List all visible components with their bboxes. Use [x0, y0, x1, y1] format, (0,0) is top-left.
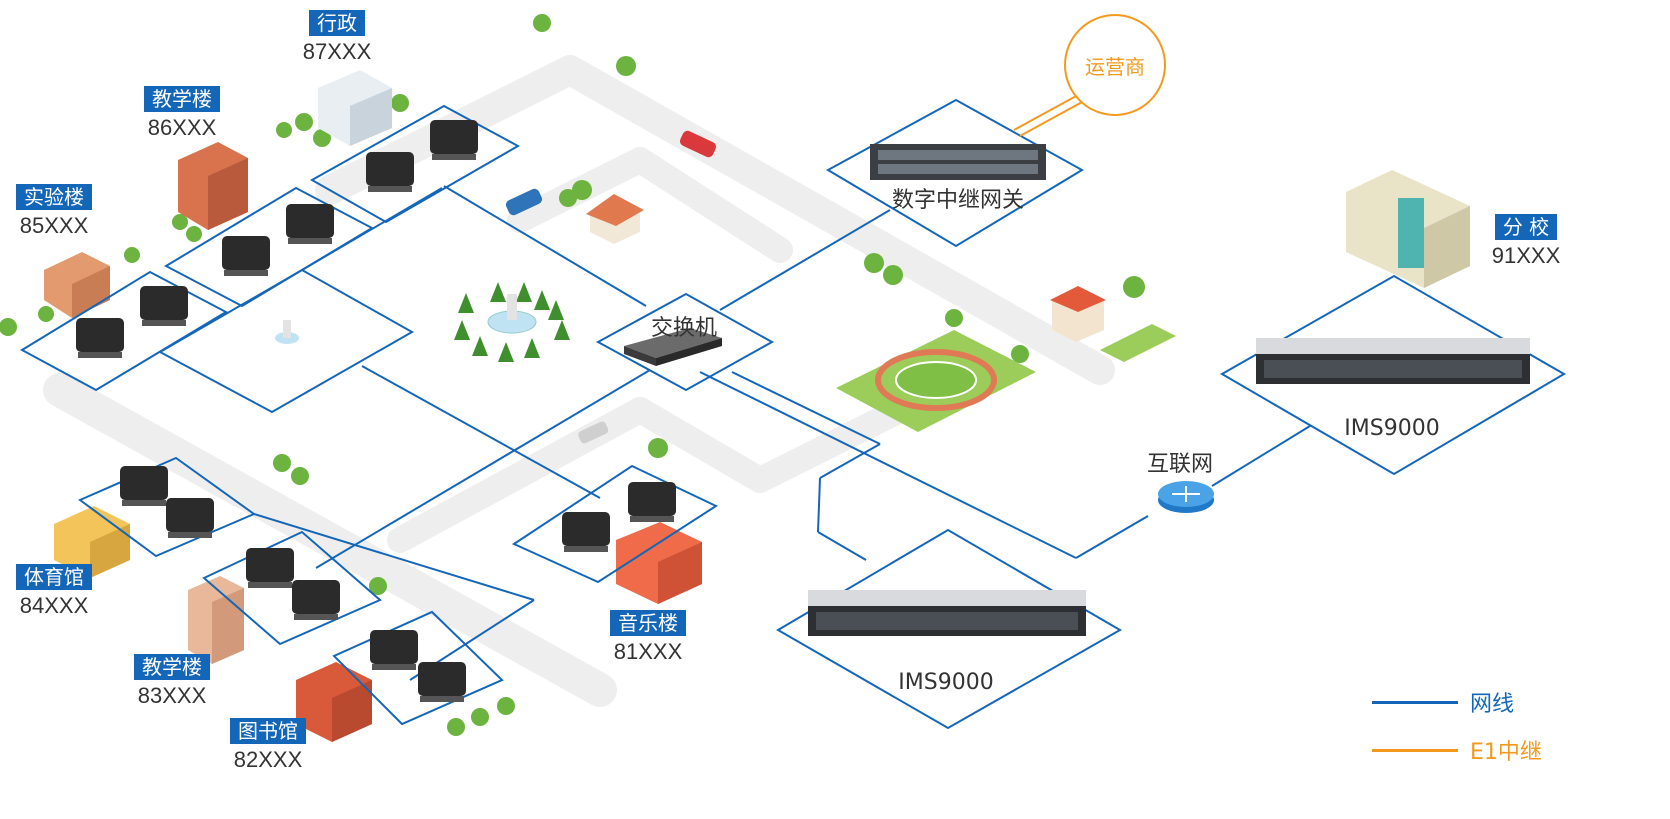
e1-trunk — [1013, 94, 1085, 137]
building-label-library: 图书馆 82XXX — [188, 718, 348, 774]
switch-label: 交换机 — [650, 316, 718, 341]
lab-building — [44, 252, 110, 318]
ip-phones — [76, 120, 676, 702]
building-name: 音乐楼 — [610, 610, 686, 636]
legend-label: E1中继 — [1470, 740, 1542, 765]
phone-icon — [562, 512, 610, 552]
extension-range: 86XXX — [147, 115, 217, 140]
building-label-teaching-83: 教学楼 83XXX — [92, 654, 252, 710]
server-main-icon — [808, 590, 1086, 636]
branch-building — [1346, 170, 1470, 288]
teaching-building-86 — [178, 142, 248, 230]
music-building — [616, 522, 702, 604]
phone-icon — [76, 318, 124, 358]
building-label-teaching-86: 教学楼 86XXX — [102, 86, 262, 142]
building-name: 分 校 — [1494, 214, 1558, 240]
internet-label: 互联网 — [1146, 452, 1214, 477]
phone-icon — [120, 466, 168, 506]
phone-icon — [292, 580, 340, 620]
campus-buildings — [44, 70, 1470, 742]
shop — [1050, 286, 1106, 342]
phone-icon — [418, 662, 466, 702]
server-branch-label: IMS9000 — [1344, 416, 1440, 441]
building-name: 实验楼 — [16, 184, 92, 210]
sports-field — [836, 324, 1176, 432]
building-label-gym: 体育馆 84XXX — [0, 564, 134, 620]
building-name: 教学楼 — [134, 654, 210, 680]
router-icon — [1158, 481, 1214, 513]
house — [586, 194, 644, 244]
cars — [505, 130, 717, 444]
carrier-label: 运营商 — [1085, 54, 1145, 79]
gateway-label: 数字中继网关 — [891, 188, 1025, 213]
building-label-admin: 行政 87XXX — [257, 10, 417, 66]
library-building — [296, 662, 372, 742]
building-label-music: 音乐楼 81XXX — [568, 610, 728, 666]
server-branch-icon — [1256, 338, 1530, 384]
admin-building — [318, 70, 392, 146]
phone-icon — [430, 120, 478, 160]
phone-icon — [222, 236, 270, 276]
extension-range: 84XXX — [19, 593, 89, 618]
building-label-lab: 实验楼 85XXX — [0, 184, 134, 240]
legend-item-network: 网线 — [1372, 686, 1514, 718]
legend-item-e1: E1中继 — [1372, 734, 1542, 766]
server-main-label: IMS9000 — [898, 670, 994, 695]
phone-icon — [140, 286, 188, 326]
extension-range: 83XXX — [137, 683, 207, 708]
phone-icon — [246, 548, 294, 588]
gateway-icon — [870, 144, 1046, 180]
phone-icon — [366, 152, 414, 192]
phone-icon — [628, 482, 676, 522]
building-name: 图书馆 — [230, 718, 306, 744]
extension-range: 85XXX — [19, 213, 89, 238]
phone-icon — [370, 630, 418, 670]
phone-icon — [286, 204, 334, 244]
trees — [0, 14, 1145, 736]
fountain — [275, 294, 537, 344]
building-name: 教学楼 — [144, 86, 220, 112]
building-label-branch: 分 校 91XXX — [1446, 214, 1606, 270]
extension-range: 87XXX — [302, 39, 372, 64]
extension-range: 82XXX — [233, 747, 303, 772]
legend-swatch — [1372, 748, 1458, 752]
phone-icon — [166, 498, 214, 538]
legend-swatch — [1372, 700, 1458, 704]
extension-range: 81XXX — [613, 639, 683, 664]
legend-label: 网线 — [1470, 692, 1515, 717]
extension-range: 91XXX — [1491, 243, 1561, 268]
switch-icon — [624, 328, 722, 366]
carrier-node: 运营商 — [1064, 14, 1166, 116]
building-name: 行政 — [309, 10, 365, 36]
building-name: 体育馆 — [16, 564, 92, 590]
